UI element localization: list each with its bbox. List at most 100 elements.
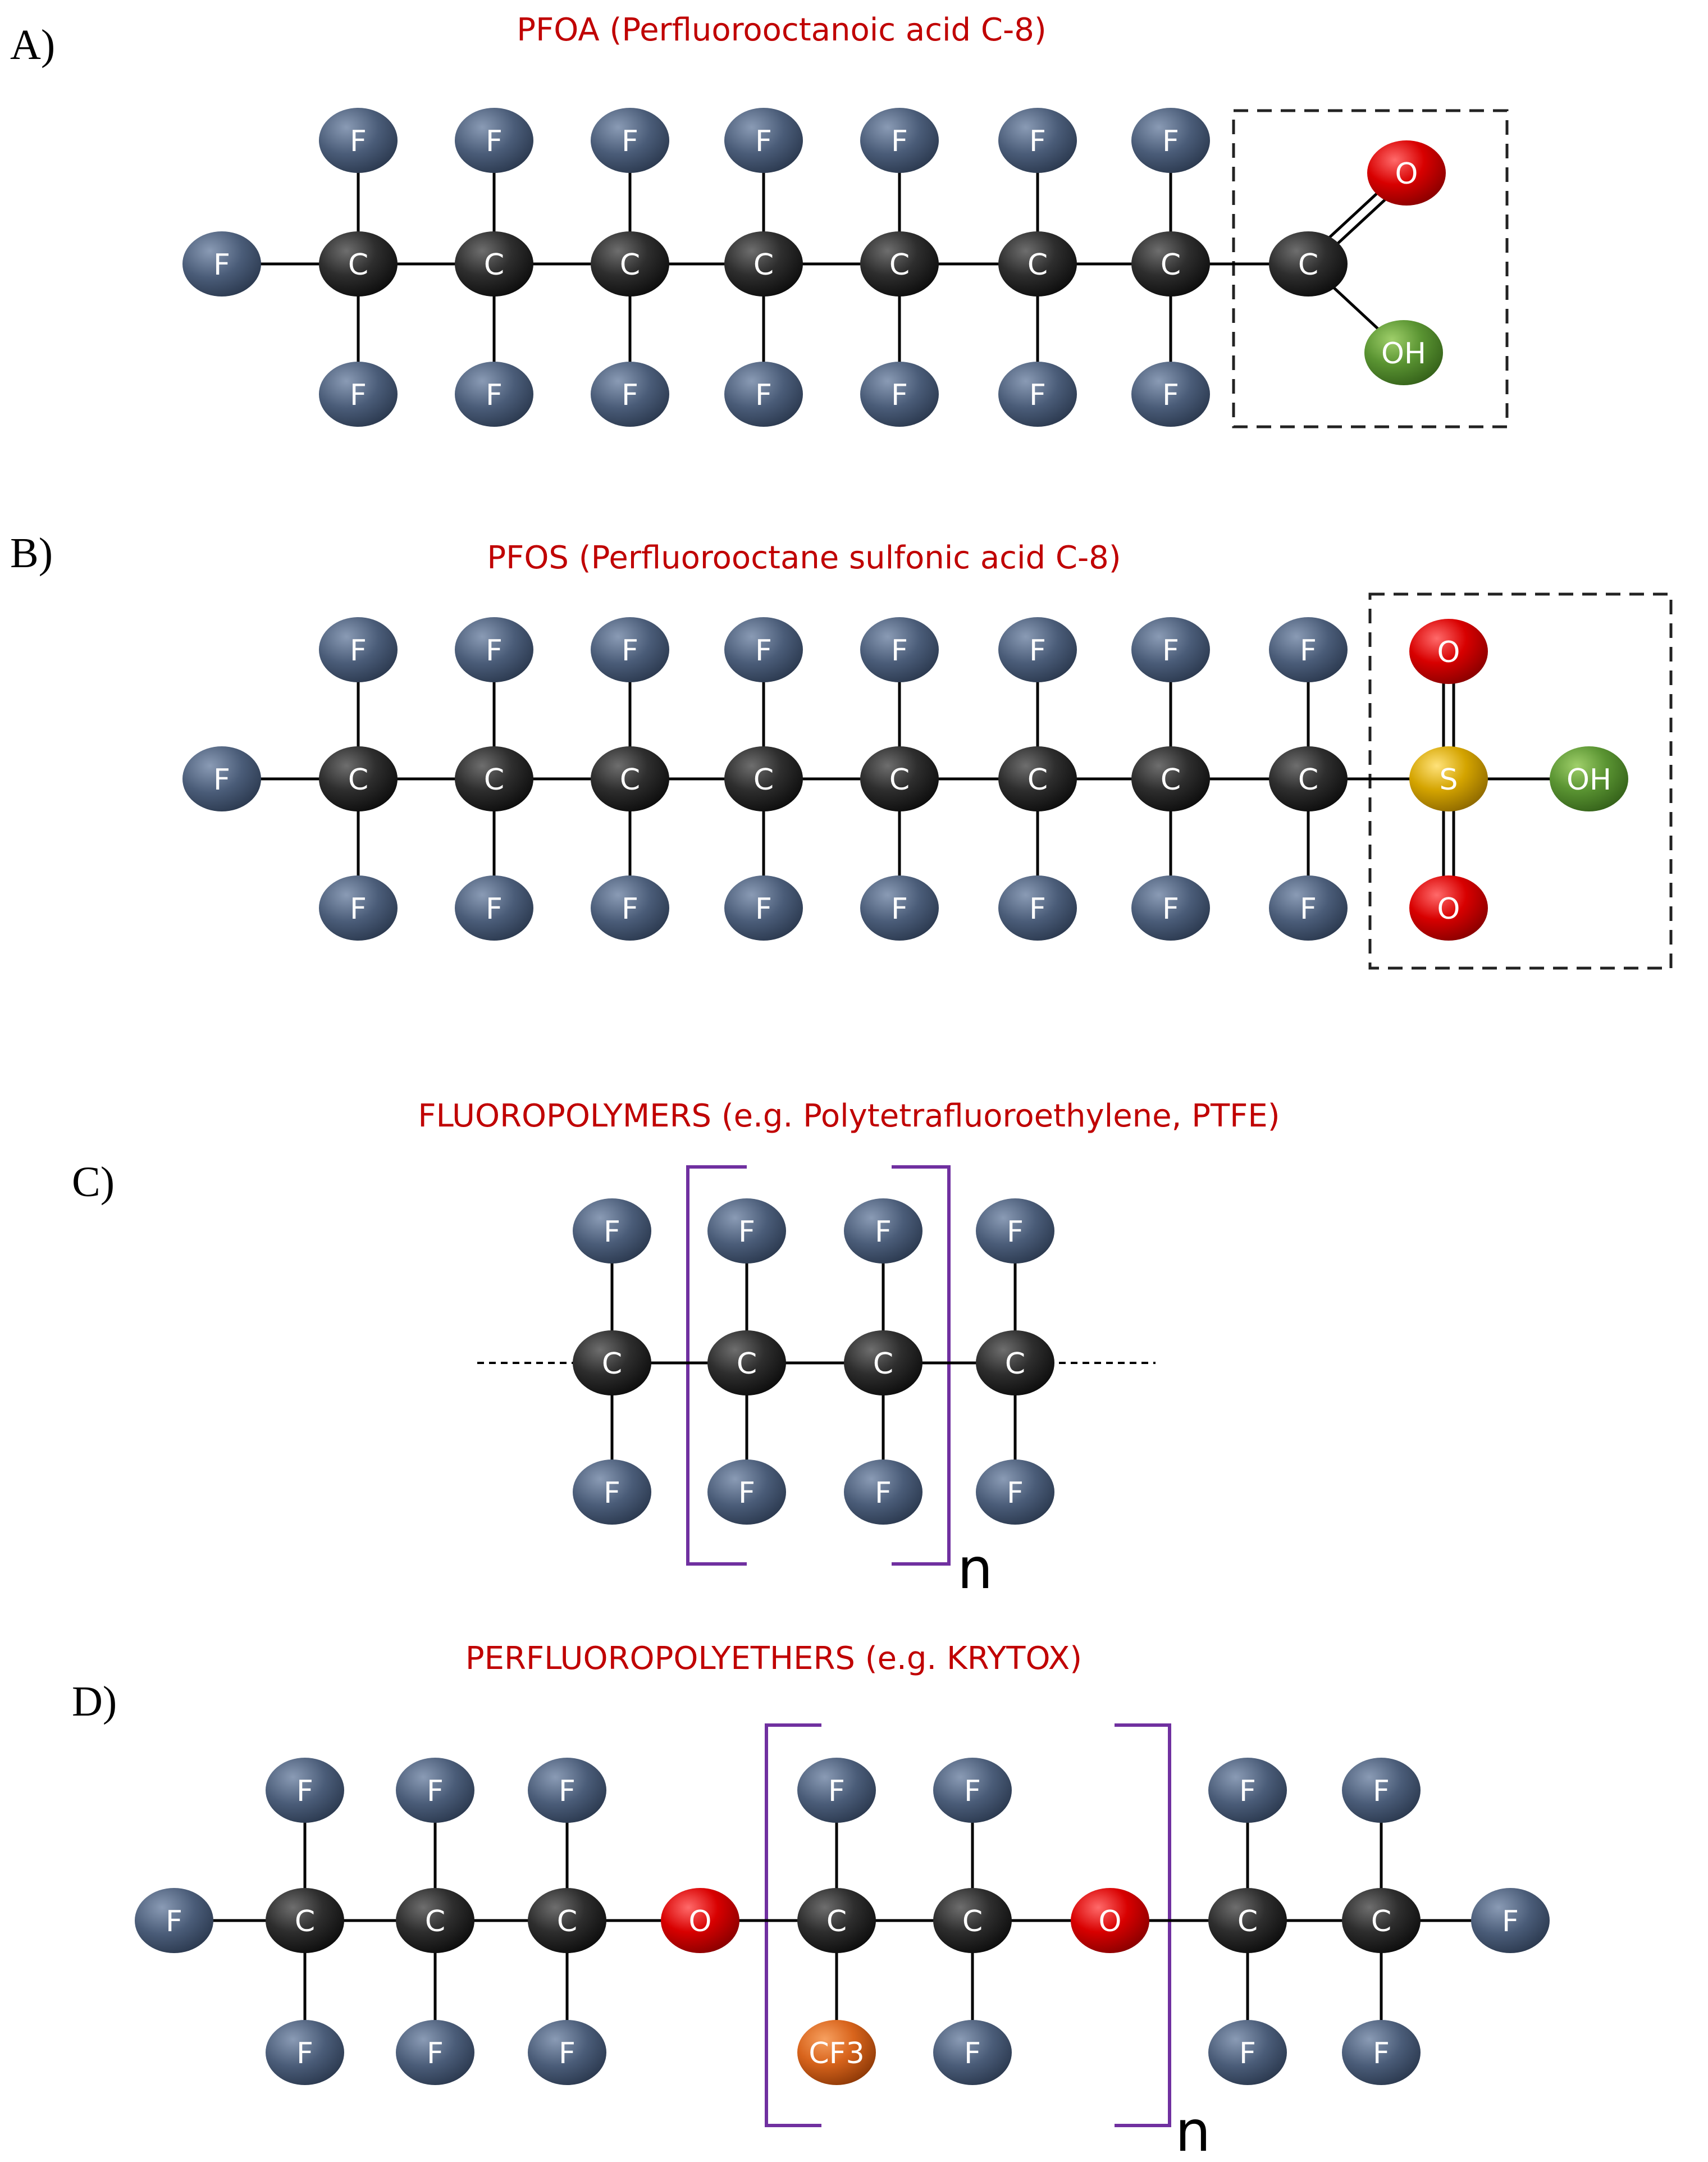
oxygen-atom-shape: [1071, 1888, 1149, 1953]
fluorine-atom-label: F: [427, 1775, 444, 1808]
trifluoromethyl-group-shape: [797, 2020, 876, 2085]
fluorine-atom-label: F: [1162, 378, 1179, 412]
fluorine-atom-label: F: [1300, 634, 1317, 668]
carbon-atom-label: C: [602, 1347, 622, 1381]
fluorine-atom: F: [844, 1198, 922, 1264]
carbon-atom-shape: [860, 231, 939, 297]
hydroxyl-group-shape: [1364, 320, 1443, 385]
panel-c-title: FLUOROPOLYMERS (e.g. Polytetrafluoroethy…: [418, 1098, 1280, 1134]
carbon-atom: C: [573, 1330, 651, 1395]
carbon-atom-label: C: [889, 763, 910, 797]
fluorine-atom-label: F: [755, 125, 772, 158]
fluorine-atom-shape: [724, 617, 803, 682]
panel-a-label: A): [10, 21, 55, 69]
oxygen-atom-label: O: [1099, 1905, 1122, 1938]
carbon-atom-shape: [528, 1888, 606, 1953]
carbon-atom-shape: [707, 1330, 786, 1395]
fluorine-atom-label: F: [891, 378, 908, 412]
fluorine-atom-shape: [182, 746, 261, 811]
carbon-atom-label: C: [425, 1905, 445, 1938]
fluorine-atom-shape: [266, 2020, 344, 2085]
carbon-atom-label: C: [484, 763, 504, 797]
fluorine-atom: F: [1342, 1758, 1421, 1823]
fluorine-atom-label: F: [1300, 892, 1317, 926]
fluorine-atom-label: F: [1162, 634, 1179, 668]
carbon-atom-label: C: [826, 1905, 847, 1938]
fluorine-atom-shape: [707, 1459, 786, 1525]
fluorine-atom-label: F: [622, 634, 638, 668]
hydroxyl-group: OH: [1550, 746, 1628, 811]
carbon-atom-label: C: [1298, 763, 1318, 797]
carbon-atom-label: C: [889, 248, 910, 282]
carbon-atom-shape: [724, 746, 803, 811]
atom-layer: FFCFFCFFCFFCFFCFFCFFCFCOOHFFCFFCFFCFFCFF…: [135, 108, 1628, 2085]
carbon-atom-label: C: [1005, 1347, 1025, 1381]
fluorine-atom: F: [455, 617, 533, 682]
hydroxyl-group-label: OH: [1567, 763, 1611, 797]
fluorine-atom: F: [1269, 875, 1348, 941]
carbon-atom-shape: [1342, 1888, 1421, 1953]
fluorine-atom: F: [455, 362, 533, 427]
fluorine-atom: F: [396, 2020, 474, 2085]
fluorine-atom-shape: [319, 108, 398, 173]
panel-d-title: PERFLUOROPOLYETHERS (e.g. KRYTOX): [465, 1640, 1082, 1677]
fluorine-atom-shape: [933, 1758, 1012, 1823]
carbon-atom-label: C: [1027, 763, 1048, 797]
fluorine-atom-label: F: [622, 125, 638, 158]
carbon-atom-shape: [860, 746, 939, 811]
fluorine-atom-label: F: [1029, 125, 1046, 158]
carbon-atom-label: C: [753, 763, 774, 797]
fluorine-atom: F: [976, 1198, 1054, 1264]
fluorine-atom-shape: [591, 617, 669, 682]
carbon-atom: C: [455, 746, 533, 811]
fluorine-atom-shape: [998, 617, 1077, 682]
fluorine-atom: F: [528, 1758, 606, 1823]
oxygen-atom: O: [1409, 875, 1488, 941]
fluorine-atom: F: [1131, 617, 1210, 682]
fluorine-atom: F: [797, 1758, 876, 1823]
fluorine-atom-shape: [1342, 2020, 1421, 2085]
fluorine-atom-label: F: [1007, 1476, 1024, 1510]
fluorine-atom-shape: [573, 1459, 651, 1525]
repeat-count-label-pfpe: n: [1175, 2099, 1211, 2162]
fluorine-atom-shape: [182, 231, 261, 297]
fluorine-atom-label: F: [964, 1775, 981, 1808]
fluorine-atom-shape: [319, 617, 398, 682]
carbon-atom-label: C: [1298, 248, 1318, 282]
fluorine-atom-label: F: [891, 125, 908, 158]
fluorine-atom: F: [707, 1459, 786, 1525]
carbon-atom: C: [860, 231, 939, 297]
fluorine-atom: F: [1208, 2020, 1287, 2085]
fluorine-atom-shape: [1131, 108, 1210, 173]
oxygen-atom-shape: [1409, 619, 1488, 684]
fluorine-atom: F: [998, 108, 1077, 173]
carboxylic-acid-group-box: [1232, 109, 1509, 428]
fluorine-atom-shape: [724, 875, 803, 941]
fluorine-atom-shape: [797, 1758, 876, 1823]
carbon-atom: C: [998, 746, 1077, 811]
fluorine-atom: F: [266, 1758, 344, 1823]
fluorine-atom: F: [933, 1758, 1012, 1823]
fluorine-atom-label: F: [1029, 378, 1046, 412]
carbon-atom-shape: [724, 231, 803, 297]
fluorine-atom-label: F: [828, 1775, 845, 1808]
fluorine-atom-shape: [1269, 617, 1348, 682]
oxygen-atom-shape: [1367, 140, 1446, 206]
fluorine-atom: F: [998, 875, 1077, 941]
fluorine-atom: F: [455, 875, 533, 941]
fluorine-atom-shape: [998, 875, 1077, 941]
carbon-atom-label: C: [962, 1905, 983, 1938]
sulfonic-acid-group-box: [1368, 592, 1673, 970]
carbon-atom-label: C: [620, 763, 640, 797]
fluorine-atom-shape: [724, 108, 803, 173]
fluorine-atom: F: [1131, 362, 1210, 427]
fluorine-atom-shape: [844, 1459, 922, 1525]
fluorine-atom-shape: [1131, 617, 1210, 682]
carbon-atom: C: [707, 1330, 786, 1395]
fluorine-atom-label: F: [486, 378, 503, 412]
repeat-bracket-right-pfpe: [1115, 1723, 1171, 2127]
carbon-atom-shape: [1269, 746, 1348, 811]
fluorine-atom-label: F: [213, 763, 230, 797]
panel-b-label: B): [10, 530, 53, 577]
fluorine-atom: F: [182, 746, 261, 811]
